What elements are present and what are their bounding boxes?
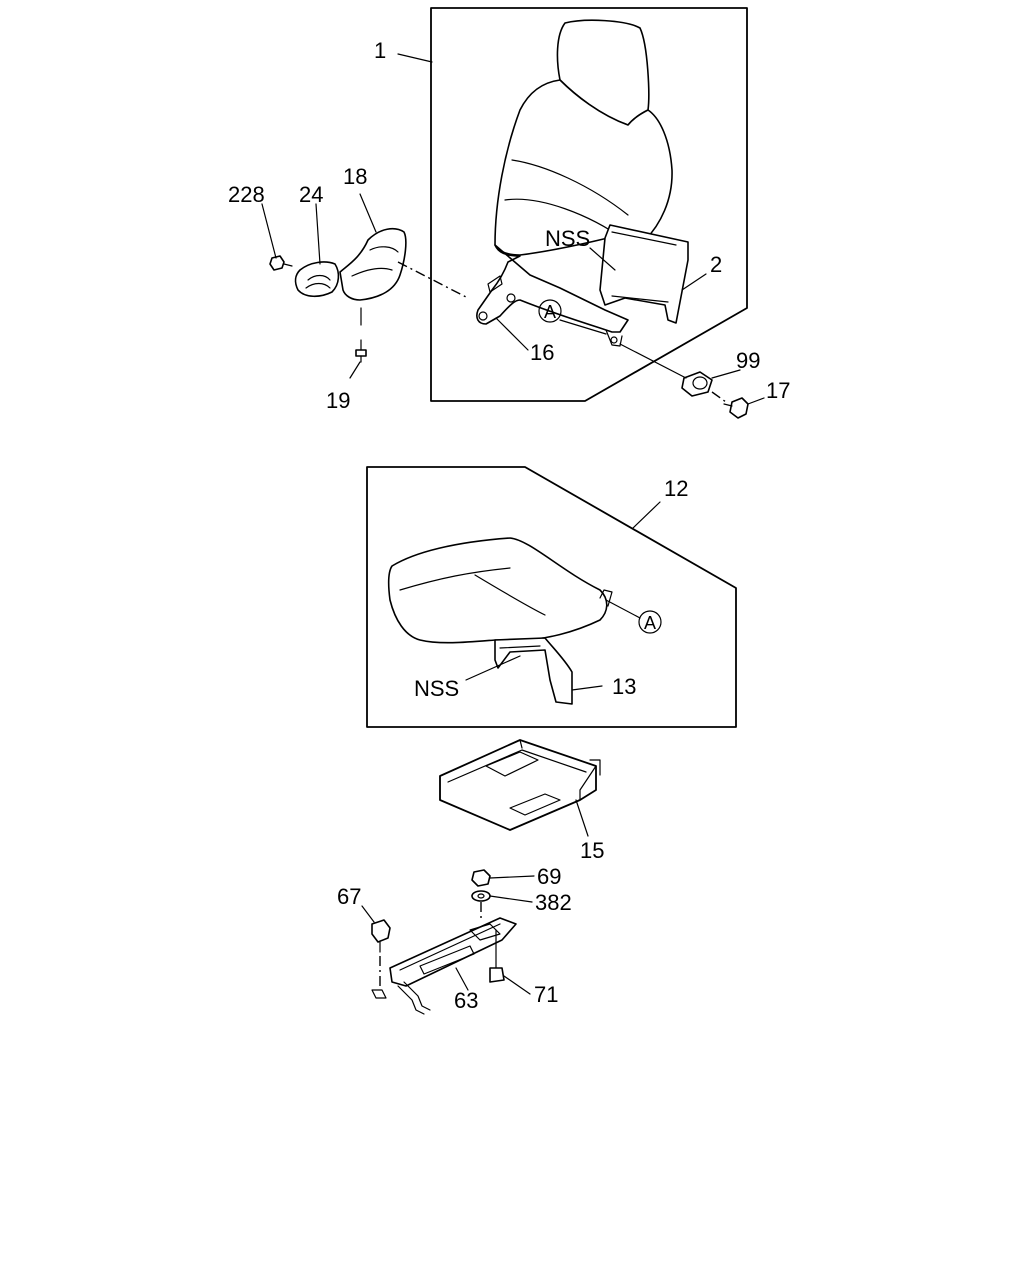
ref-a-cushion-label: A <box>644 613 656 633</box>
callout-15: 15 <box>580 838 604 863</box>
callout-63: 63 <box>454 988 478 1013</box>
callout-69: 69 <box>537 864 561 889</box>
callout-1: 1 <box>374 38 386 63</box>
callout-2: 2 <box>710 252 722 277</box>
seat-back-leaders <box>261 53 765 405</box>
seat-rail-leaders <box>361 875 535 995</box>
callout-nss-back: NSS <box>545 226 590 251</box>
callout-228: 228 <box>228 182 265 207</box>
callout-19: 19 <box>326 388 350 413</box>
seat-back-frame-box <box>430 7 748 402</box>
seat-rail-drawing <box>371 869 517 1015</box>
callout-71: 71 <box>534 982 558 1007</box>
callout-13: 13 <box>612 674 636 699</box>
seat-frame-group: 15 <box>439 739 604 863</box>
callout-17: 17 <box>766 378 790 403</box>
callout-12: 12 <box>664 476 688 501</box>
seat-cushion-frame-box <box>366 466 737 728</box>
callout-382: 382 <box>535 890 572 915</box>
callout-16: 16 <box>530 340 554 365</box>
seat-back-drawing <box>476 19 689 347</box>
knob-parts-drawing <box>269 227 749 419</box>
callout-24: 24 <box>299 182 323 207</box>
seat-frame-drawing <box>439 739 601 831</box>
seat-rail-group: 69 382 67 63 71 <box>337 864 572 1015</box>
ref-a-back-label: A <box>544 302 556 322</box>
seat-back-group: A 1 2 NSS 16 18 24 228 19 99 17 <box>228 7 790 419</box>
ref-circle-a-back: A <box>538 299 562 323</box>
seat-cushion-drawing <box>387 537 613 705</box>
leader-15 <box>575 799 589 837</box>
seat-cushion-group: A 12 NSS 13 <box>366 466 737 728</box>
callout-67: 67 <box>337 884 361 909</box>
ref-circle-a-cushion: A <box>638 610 662 634</box>
seat-cushion-leaders <box>465 501 661 691</box>
callout-18: 18 <box>343 164 367 189</box>
callout-99: 99 <box>736 348 760 373</box>
callout-nss-cushion: NSS <box>414 676 459 701</box>
